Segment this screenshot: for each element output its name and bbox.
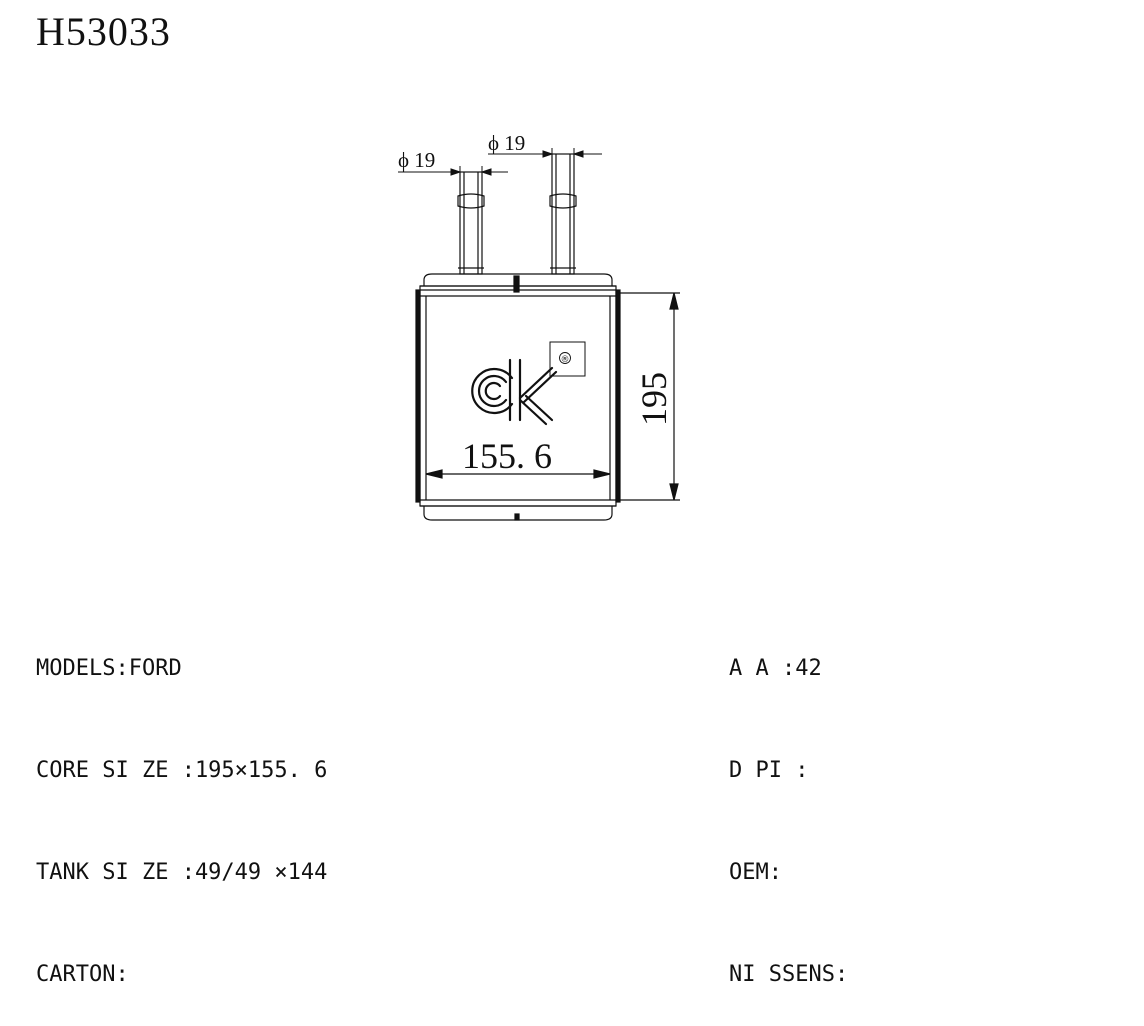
spec-oem: OEM: [729,860,782,885]
spec-carton: CARTON: [36,962,129,987]
trademark-box [549,341,586,377]
dimension-inlet-left-label: ϕ 19 [398,148,435,172]
right-pipe [549,153,577,275]
spec-models: MODELS:FORD [36,656,182,681]
heater-core-drawing: ϕ 19 ϕ 19 ® [398,131,680,521]
top-tank [420,273,616,293]
dimension-height-label: 195 [634,372,674,426]
spec-list-left: MODELS:FORD CORE SI ZE :195×155. 6 TANK … [36,584,327,1026]
bottom-tank [420,505,616,521]
spec-core-size: CORE SI ZE :195×155. 6 [36,758,328,783]
registered-mark-icon [559,352,571,364]
dimension-width-label: 155. 6 [462,436,552,476]
spec-nissens: NI SSENS: [729,962,849,987]
spec-aa: A A :42 [729,656,822,681]
spec-tank-size: TANK SI ZE :49/49 ×144 [36,860,328,885]
dimension-width [425,469,611,479]
registered-mark-letter: ® [561,355,570,365]
spec-list-right: A A :42 D PI : OEM: NI SSENS: [729,584,848,1026]
spec-dpi: D PI : [729,758,809,783]
part-number-title: H53033 [36,9,171,54]
dimension-inlet-right [488,148,602,160]
dimension-inlet-left [398,166,508,178]
ck-logo-icon [471,358,558,426]
dimension-height [620,292,680,501]
left-pipe [457,171,485,275]
dimension-inlet-right-label: ϕ 19 [488,131,525,155]
